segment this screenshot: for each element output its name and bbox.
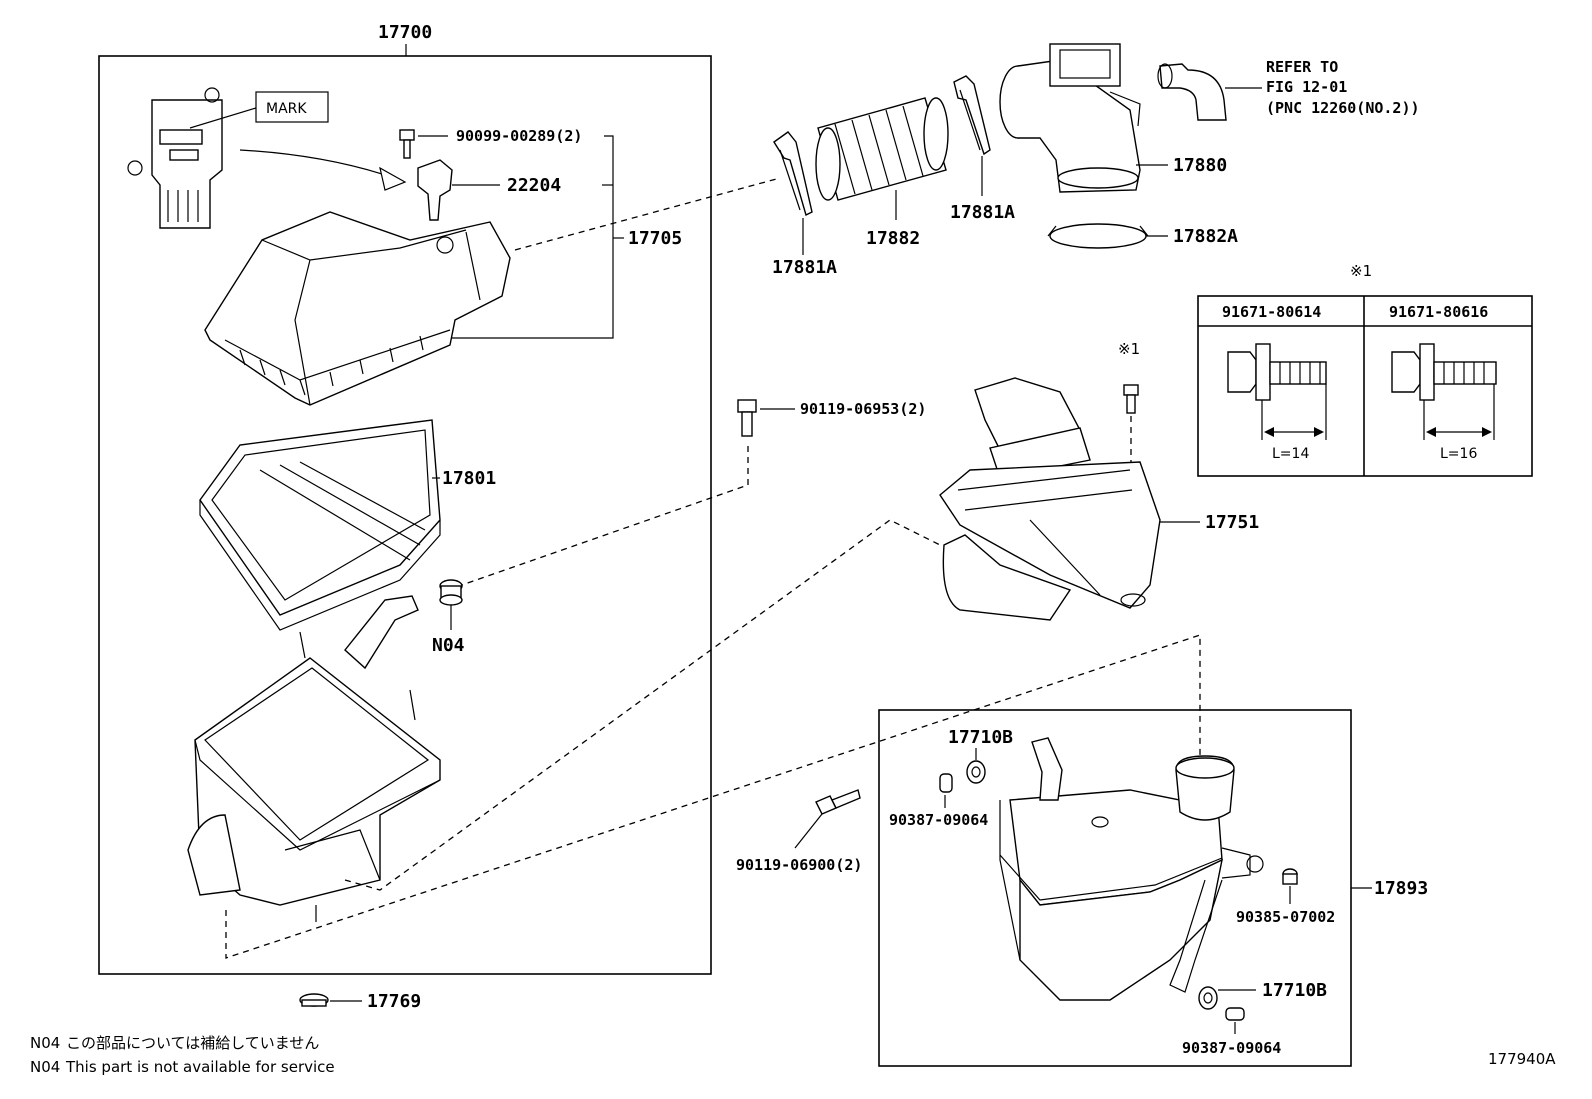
hose-17882-illustration <box>815 97 949 201</box>
cushion-upper-label[interactable]: 17710B <box>948 727 1013 748</box>
collar-upper-icon <box>939 773 953 793</box>
sensor-22204-icon <box>417 159 453 221</box>
bolt-90119-06953-icon <box>737 399 757 437</box>
bolt-l16-icon <box>1391 343 1497 440</box>
clamp-right-illustration <box>953 75 991 156</box>
note-ja-text: この部品については補給していません <box>66 1034 319 1052</box>
bolt-table <box>1197 295 1533 477</box>
cushion-lower-label[interactable]: 17710B <box>1262 980 1327 1001</box>
bolt-90119-06953-label[interactable]: 90119-06953(2) <box>800 400 926 418</box>
bolt-table-col2-partno[interactable]: 91671-80616 <box>1389 303 1488 321</box>
note-ja-code: N04 <box>30 1034 60 1052</box>
assembly-frame <box>98 55 712 975</box>
note-en-text: This part is not available for service <box>65 1058 335 1076</box>
resonator-17893-label[interactable]: 17893 <box>1374 878 1428 899</box>
clamp-left-label[interactable]: 17881A <box>772 257 837 278</box>
bolt-90099-label[interactable]: 90099-00289(2) <box>456 127 582 145</box>
band-17882a-label[interactable]: 17882A <box>1173 226 1238 247</box>
grommet-n04-icon <box>439 579 463 606</box>
resonator-illustration <box>999 737 1264 1001</box>
bolt-x1-icon <box>1123 384 1139 414</box>
grommet-n04-label[interactable]: N04 <box>432 635 465 656</box>
grommet-right-label[interactable]: 90385-07002 <box>1236 908 1335 926</box>
band-17882a-illustration <box>1047 223 1149 249</box>
bolt-90099-icon <box>399 129 415 159</box>
cleaner-case-illustration <box>187 595 441 922</box>
cleaner-cap-illustration <box>204 211 511 406</box>
bolt-l14-icon <box>1227 343 1327 440</box>
bolt-90119-06900-label[interactable]: 90119-06900(2) <box>736 856 862 874</box>
clamp-right-label[interactable]: 17881A <box>950 202 1015 223</box>
mark-label: MARK <box>266 101 307 117</box>
cap-17705-label[interactable]: 17705 <box>628 228 682 249</box>
meter-17880-label[interactable]: 17880 <box>1173 155 1227 176</box>
note-en-code: N04 <box>30 1058 60 1076</box>
plug-17769-label[interactable]: 17769 <box>367 991 421 1012</box>
assembly-label[interactable]: 17700 <box>378 22 432 43</box>
grommet-right-icon <box>1282 868 1298 885</box>
refer-line-1[interactable]: REFER TO <box>1266 58 1338 76</box>
refer-line-2[interactable]: FIG 12-01 <box>1266 78 1347 96</box>
table-x1-mark: ※1 <box>1350 262 1372 280</box>
mark-box <box>255 91 329 123</box>
bolt-table-col2-length: L=16 <box>1440 446 1477 462</box>
sensor-22204-label[interactable]: 22204 <box>507 175 561 196</box>
inlet-17751-label[interactable]: 17751 <box>1205 512 1259 533</box>
meter-17880-illustration <box>999 43 1141 193</box>
bolt-x1-mark: ※1 <box>1118 340 1140 358</box>
filter-element-illustration <box>199 419 441 631</box>
refer-pipe-illustration <box>1157 63 1227 121</box>
inlet-17751-illustration <box>939 377 1161 621</box>
cushion-upper-icon <box>966 760 986 784</box>
sensor-illustration <box>127 87 223 229</box>
collar-lower-icon <box>1225 1007 1245 1021</box>
figure-id: 177940A <box>1488 1050 1556 1068</box>
plug-17769-icon <box>299 993 329 1007</box>
element-17801-label[interactable]: 17801 <box>442 468 496 489</box>
refer-line-3[interactable]: (PNC 12260(NO.2)) <box>1266 99 1420 117</box>
bolt-table-col1-length: L=14 <box>1272 446 1309 462</box>
bolt-table-col1-partno[interactable]: 91671-80614 <box>1222 303 1321 321</box>
collar-upper-label[interactable]: 90387-09064 <box>889 811 988 829</box>
hose-17882-label[interactable]: 17882 <box>866 228 920 249</box>
bolt-90119-06900-icon <box>815 789 861 815</box>
clamp-left-illustration <box>773 131 813 217</box>
cushion-lower-icon <box>1198 986 1218 1010</box>
collar-lower-label[interactable]: 90387-09064 <box>1182 1039 1281 1057</box>
